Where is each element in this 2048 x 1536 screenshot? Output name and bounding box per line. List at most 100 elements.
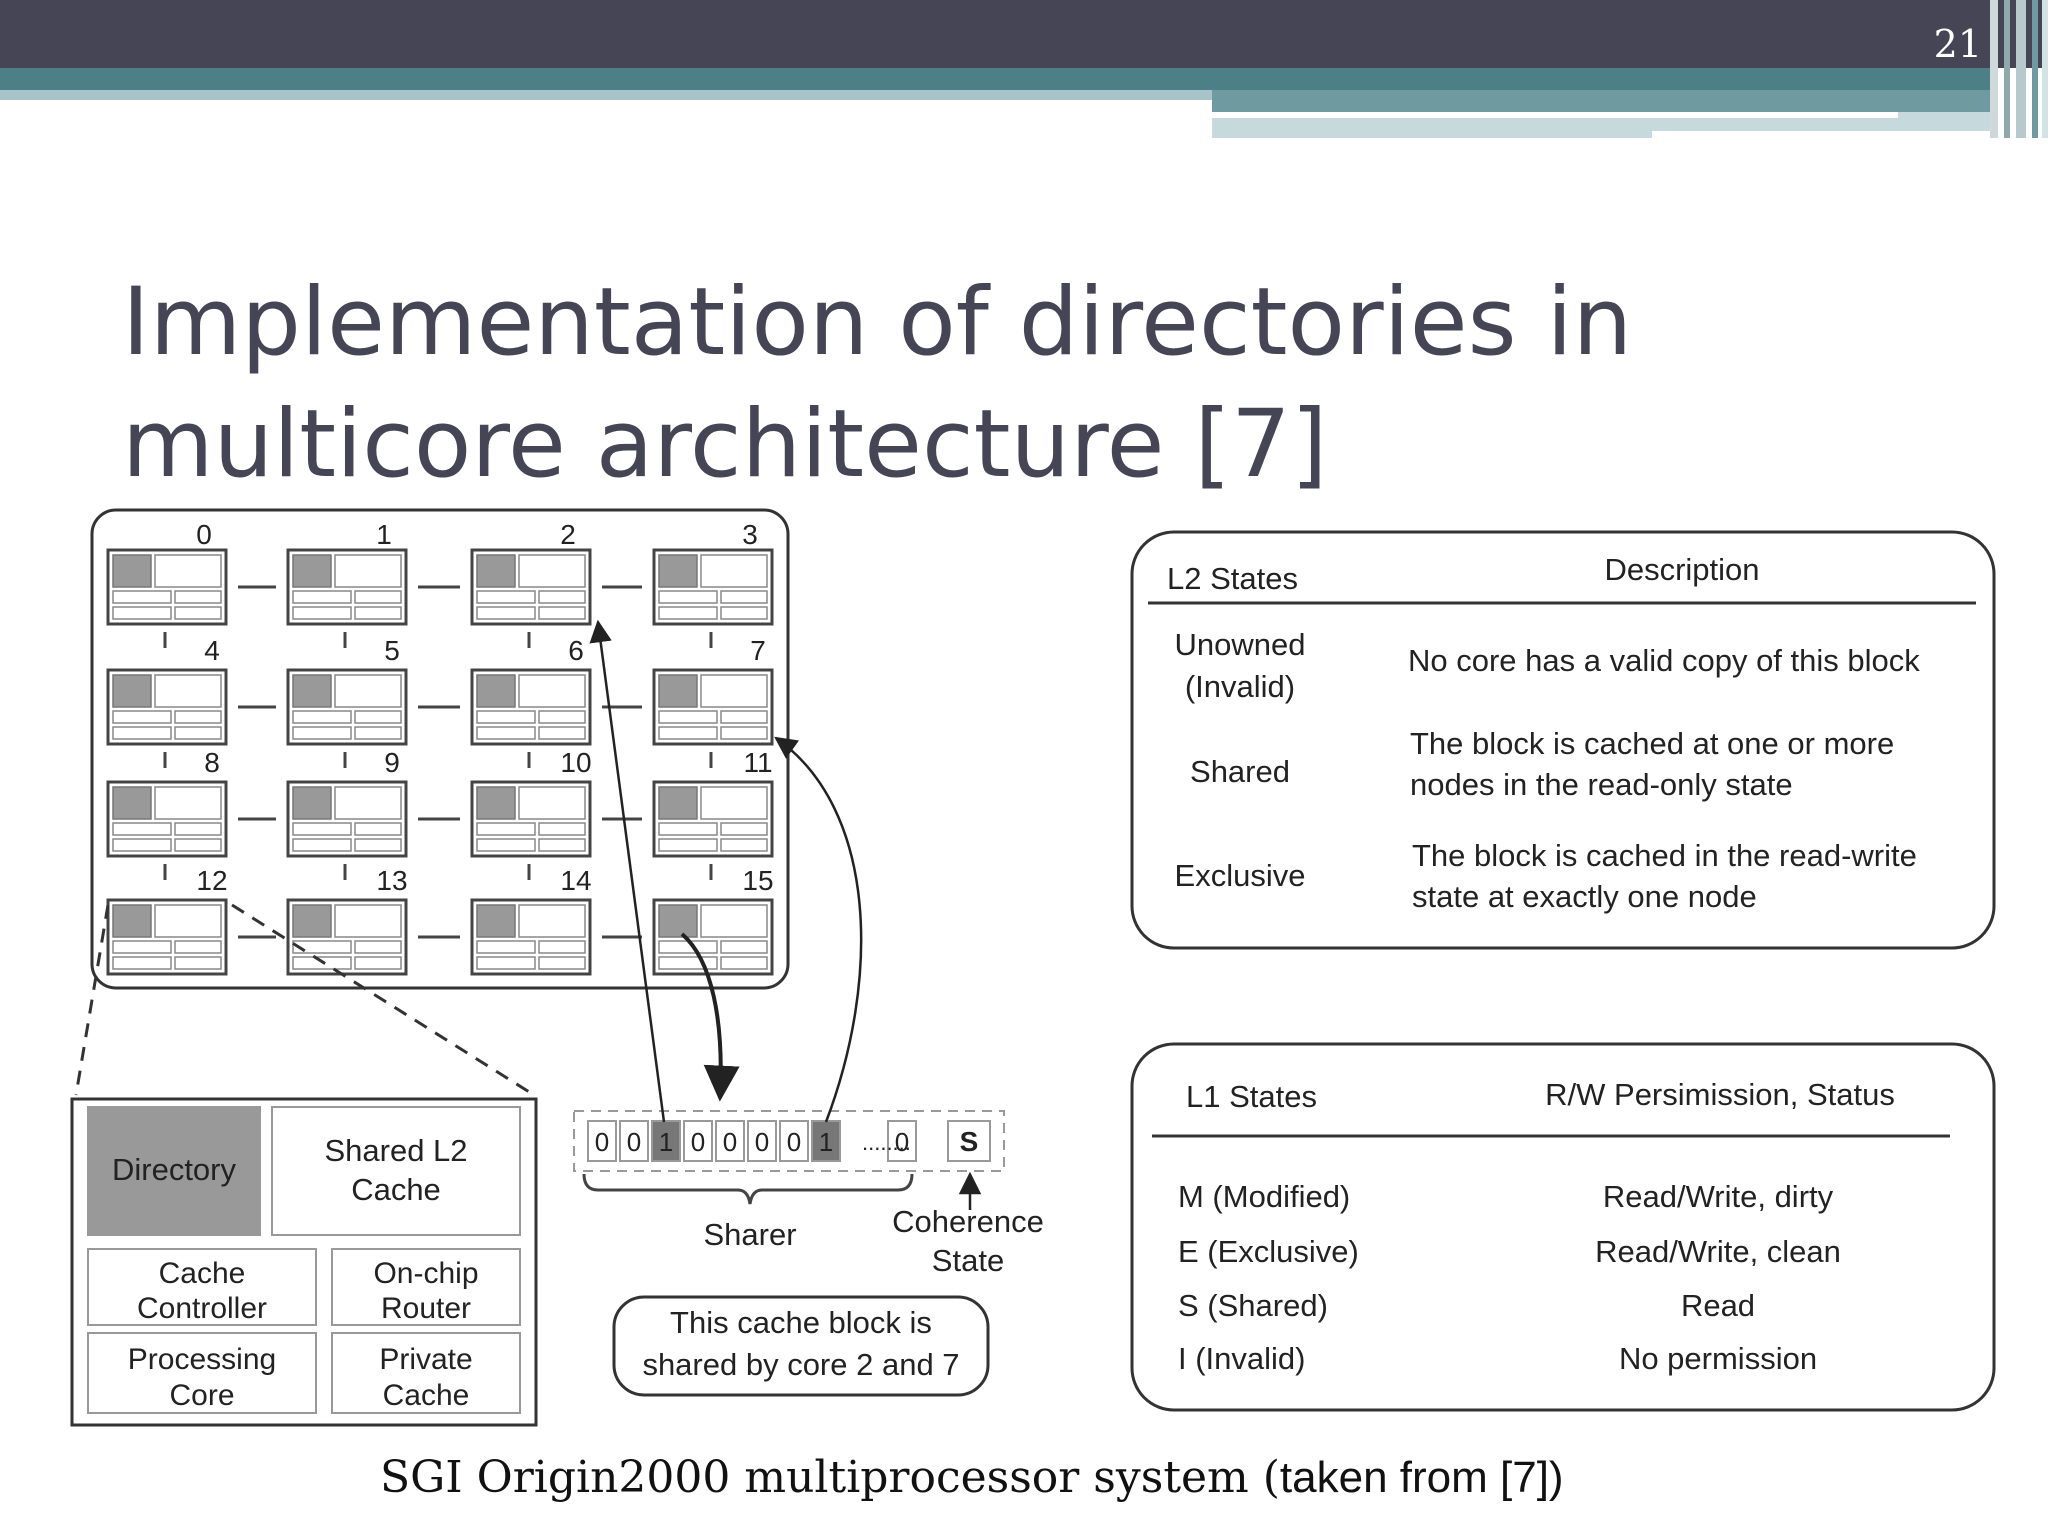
l1-row-state: S (Shared) (1178, 1288, 1328, 1323)
bit-value: 1 (659, 1127, 673, 1157)
node-label: 4 (204, 635, 220, 666)
bit-ellipsis: ........ (862, 1130, 911, 1155)
bit-cell (887, 1120, 917, 1162)
l2-header-desc: Description (1604, 552, 1759, 587)
sharer-note-1: This cache block is (670, 1305, 932, 1340)
core-tile (652, 668, 774, 746)
core-tile (286, 548, 408, 626)
bit-cell (683, 1120, 713, 1162)
tile-detail: Directory Shared L2 Cache Cache Controll… (70, 1097, 538, 1427)
zoom-line (231, 903, 535, 1097)
l1-states-table: L1 States R/W Persimission, Status M (Mo… (1130, 1042, 1996, 1412)
directory-block (87, 1106, 261, 1236)
bit-cell (619, 1120, 649, 1162)
header-stripe (1212, 112, 1898, 118)
core-tile (286, 668, 408, 746)
slide-number: 21 (1933, 22, 1982, 66)
l1-header-state: L1 States (1186, 1079, 1317, 1114)
private-cache-label-1: Private (379, 1343, 472, 1376)
directory-label: Directory (112, 1152, 237, 1187)
onchip-router-label-2: Router (381, 1292, 471, 1325)
title-line-2: multicore architecture [7] (122, 390, 1328, 499)
header-stripe (1652, 131, 1990, 138)
bit-value: 0 (755, 1127, 769, 1157)
l1-row-perm: Read (1681, 1288, 1755, 1323)
bit-cell (747, 1120, 777, 1162)
node-label: 14 (560, 865, 591, 896)
node-label: 1 (376, 519, 392, 550)
figure-caption: SGI Origin2000 multiprocessor system (ta… (380, 1452, 1564, 1503)
processing-core-label-1: Processing (128, 1343, 276, 1376)
zoom-line (74, 904, 110, 1096)
core-tile (652, 898, 774, 976)
node-label: 11 (743, 747, 772, 778)
cache-controller-label-2: Controller (137, 1292, 267, 1325)
l2-row-desc: The block is cached in the read-write (1412, 838, 1917, 873)
pointer-arrow-core-7 (774, 736, 863, 1123)
node-label: 3 (742, 519, 758, 550)
bit-value: 0 (787, 1127, 801, 1157)
node-label: 9 (384, 747, 400, 778)
l2-row-state: Exclusive (1175, 858, 1306, 893)
coherence-label-1: Coherence (892, 1204, 1044, 1239)
header-bar (0, 0, 2048, 68)
l1-row-perm: No permission (1619, 1341, 1817, 1376)
core-tile (652, 780, 774, 858)
header-vbar (2004, 0, 2010, 138)
bit-value: 0 (691, 1127, 705, 1157)
l1-rows: M (Modified) Read/Write, dirty E (Exclusiv… (1178, 1179, 1841, 1376)
header-vbar (2042, 0, 2048, 138)
l2-row-desc: nodes in the read-only state (1410, 767, 1793, 802)
node-label: 13 (376, 865, 407, 896)
header-vbar (2016, 0, 2026, 138)
l1-row-state: I (Invalid) (1178, 1341, 1305, 1376)
l2-header-state: L2 States (1167, 561, 1298, 596)
header-vbar (1990, 0, 1998, 138)
shared-l2-label-1: Shared L2 (324, 1133, 467, 1168)
processing-core-label-2: Core (169, 1379, 234, 1412)
onchip-router-block (331, 1248, 521, 1326)
cache-controller-label-1: Cache (159, 1257, 246, 1290)
private-cache-block (331, 1332, 521, 1414)
core-tile (106, 780, 228, 858)
core-tile (470, 548, 592, 626)
l2-row-state: Unowned (1175, 627, 1306, 662)
coherence-label-2: State (932, 1243, 1004, 1278)
bit-value: 0 (895, 1127, 909, 1157)
header-vbar (2032, 0, 2038, 138)
state-cell (947, 1120, 991, 1162)
caption-main: SGI Origin2000 multiprocessor system ( (380, 1452, 1280, 1503)
l1-row-state: E (Exclusive) (1178, 1234, 1359, 1269)
bit-value: 0 (723, 1127, 737, 1157)
sharer-label: Sharer (703, 1217, 796, 1252)
bit-cell (651, 1120, 681, 1162)
l1-row-state: M (Modified) (1178, 1179, 1350, 1214)
node-label: 5 (384, 635, 400, 666)
slide-title: Implementation of directories in multico… (122, 262, 1822, 506)
private-cache-label-2: Cache (383, 1379, 470, 1412)
node-label: 12 (196, 865, 227, 896)
l2-table-frame (1130, 530, 1996, 950)
request-arrow-core-15 (680, 932, 740, 1102)
core-tile (106, 668, 228, 746)
l2-row-desc: No core has a valid copy of this block (1408, 643, 1920, 678)
l1-row-perm: Read/Write, clean (1595, 1234, 1841, 1269)
l1-header-perm: R/W Persimission, Status (1545, 1077, 1895, 1112)
l2-row-desc: state at exactly one node (1412, 879, 1757, 914)
directory-entry-frame (573, 1110, 1005, 1172)
bit-cell (587, 1120, 617, 1162)
node-label: 6 (568, 635, 584, 666)
header-stripe (0, 90, 1212, 100)
l1-row-perm: Read/Write, dirty (1603, 1179, 1834, 1214)
node-label: 0 (196, 519, 212, 550)
core-tile (286, 898, 408, 976)
state-value: S (960, 1126, 979, 1157)
caption-tail: taken from [7]) (1279, 1453, 1564, 1502)
node-label: 8 (204, 747, 220, 778)
sharer-note-2: shared by core 2 and 7 (642, 1347, 959, 1382)
core-tile (652, 548, 774, 626)
